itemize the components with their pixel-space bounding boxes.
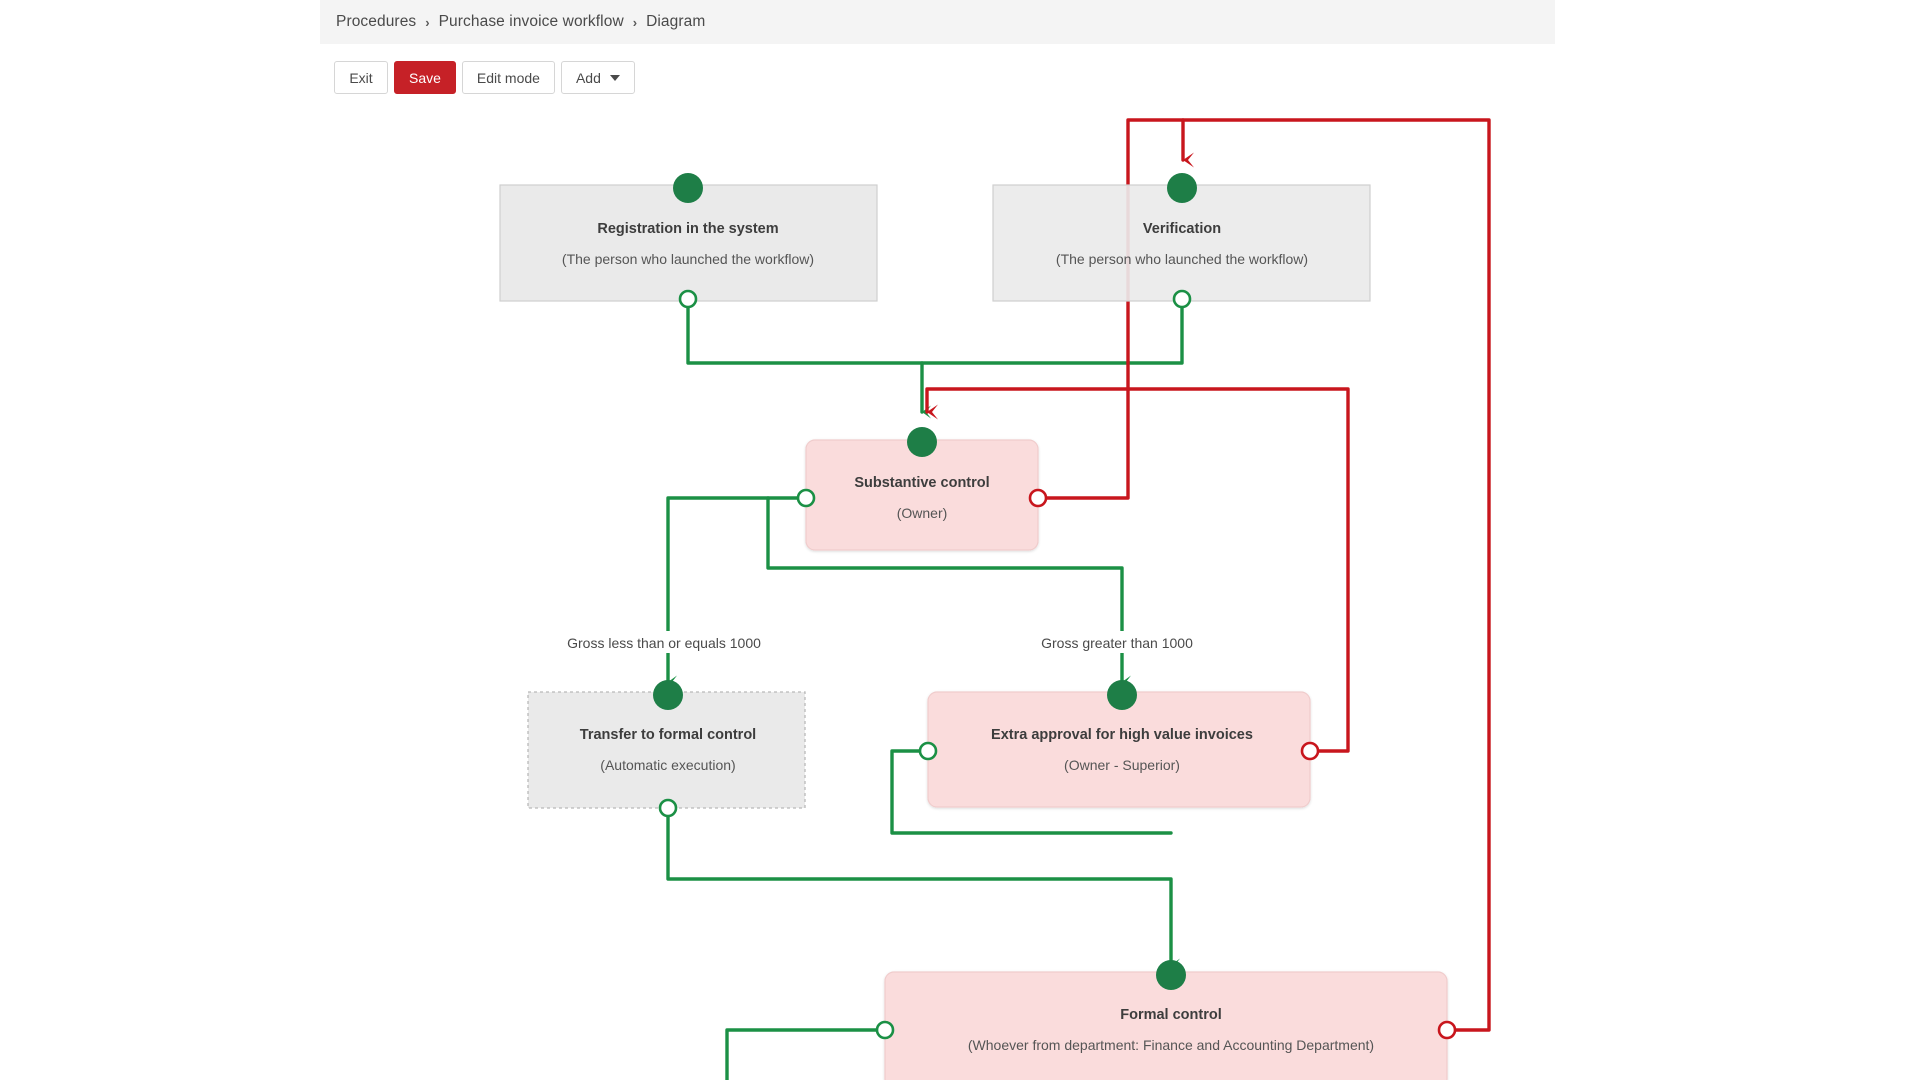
node-start-dot-icon[interactable]: [907, 427, 937, 457]
edge-extra-approval-to-formal-control[interactable]: [890, 749, 1173, 835]
node-reject-port-red[interactable]: [1300, 741, 1320, 761]
node-extra-approval-for-high-value-invoices[interactable]: Extra approval for high value invoices (…: [918, 680, 1320, 808]
node-input-port-green[interactable]: [918, 741, 938, 761]
node-subtitle: (Automatic execution): [600, 757, 735, 773]
node-title: Formal control: [1120, 1007, 1222, 1023]
node-subtitle: (The person who launched the workflow): [562, 251, 814, 267]
node-title: Transfer to formal control: [580, 727, 756, 743]
node-start-dot-icon[interactable]: [1167, 173, 1197, 203]
node-output-port-green[interactable]: [678, 289, 698, 309]
add-dropdown-button[interactable]: Add: [560, 61, 635, 94]
node-subtitle: (The person who launched the workflow): [1056, 251, 1308, 267]
edge-label-low-value: Gross less than or equals 1000: [567, 635, 761, 651]
edge-extra-approval-reject-to-substantive[interactable]: [925, 387, 1350, 753]
exit-button[interactable]: Exit: [334, 61, 388, 94]
node-substantive-control[interactable]: Substantive control (Owner): [796, 427, 1048, 551]
node-input-port-green[interactable]: [875, 1020, 895, 1040]
node-start-dot-icon[interactable]: [653, 680, 683, 710]
node-title: Verification: [1143, 221, 1221, 237]
node-verification[interactable]: Verification (The person who launched th…: [992, 173, 1371, 309]
edge-formal-control-out[interactable]: [725, 1028, 887, 1080]
node-title: Registration in the system: [597, 221, 778, 237]
edge-group-reject: [925, 118, 1491, 1032]
node-box[interactable]: [499, 184, 878, 302]
node-box[interactable]: [527, 691, 806, 809]
edge-group-approve: [666, 297, 1184, 1080]
node-title: Substantive control: [854, 475, 989, 491]
node-subtitle: (Owner - Superior): [1064, 757, 1180, 773]
breadcrumb-separator-icon: ›: [425, 14, 430, 30]
node-registration-in-the-system[interactable]: Registration in the system (The person w…: [499, 173, 878, 309]
node-start-dot-icon[interactable]: [673, 173, 703, 203]
node-start-dot-icon[interactable]: [1107, 680, 1137, 710]
breadcrumb-item-procedures[interactable]: Procedures: [336, 13, 417, 30]
node-reject-port-red[interactable]: [1437, 1020, 1457, 1040]
node-output-port-green[interactable]: [658, 798, 678, 818]
diagram-toolbar: Exit Save Edit mode Add: [334, 61, 635, 94]
edge-label-high-value: Gross greater than 1000: [1041, 635, 1193, 651]
breadcrumb-item-diagram: Diagram: [646, 13, 706, 30]
breadcrumb-item-purchase-invoice-workflow[interactable]: Purchase invoice workflow: [438, 13, 624, 30]
node-subtitle: (Owner): [897, 505, 948, 521]
edge-substantive-reject-to-verification[interactable]: [1036, 118, 1194, 500]
node-title: Extra approval for high value invoices: [991, 727, 1253, 743]
edge-substantive-left-branch[interactable]: [666, 496, 808, 642]
edge-label-backdrop: [548, 631, 780, 653]
node-formal-control[interactable]: Formal control (Whoever from department:…: [875, 960, 1457, 1080]
node-transfer-to-formal-control[interactable]: Transfer to formal control (Automatic ex…: [527, 680, 806, 818]
edge-verification-to-substantive[interactable]: [920, 297, 1184, 365]
breadcrumb: Procedures › Purchase invoice workflow ›…: [320, 0, 1555, 44]
node-start-dot-icon[interactable]: [1156, 960, 1186, 990]
node-output-port-green[interactable]: [1172, 289, 1192, 309]
edge-transfer-to-formal-control[interactable]: [666, 806, 1180, 972]
chevron-down-icon: [609, 74, 620, 81]
edge-label-group: Gross less than or equals 1000 Gross gre…: [548, 631, 1208, 653]
edge-formal-control-reject-to-verification[interactable]: [1181, 118, 1491, 1032]
save-button[interactable]: Save: [394, 61, 456, 94]
node-subtitle: (Whoever from department: Finance and Ac…: [968, 1037, 1374, 1053]
edit-mode-button[interactable]: Edit mode: [461, 61, 555, 94]
edge-registration-to-substantive[interactable]: [686, 297, 931, 419]
edge-substantive-bottom-branch[interactable]: [766, 496, 1124, 642]
breadcrumb-separator-icon: ›: [632, 14, 638, 30]
node-input-port-green[interactable]: [796, 488, 816, 508]
node-reject-port-red[interactable]: [1028, 488, 1048, 508]
edge-label-backdrop: [1022, 631, 1208, 653]
add-dropdown-label: Add: [575, 69, 601, 86]
